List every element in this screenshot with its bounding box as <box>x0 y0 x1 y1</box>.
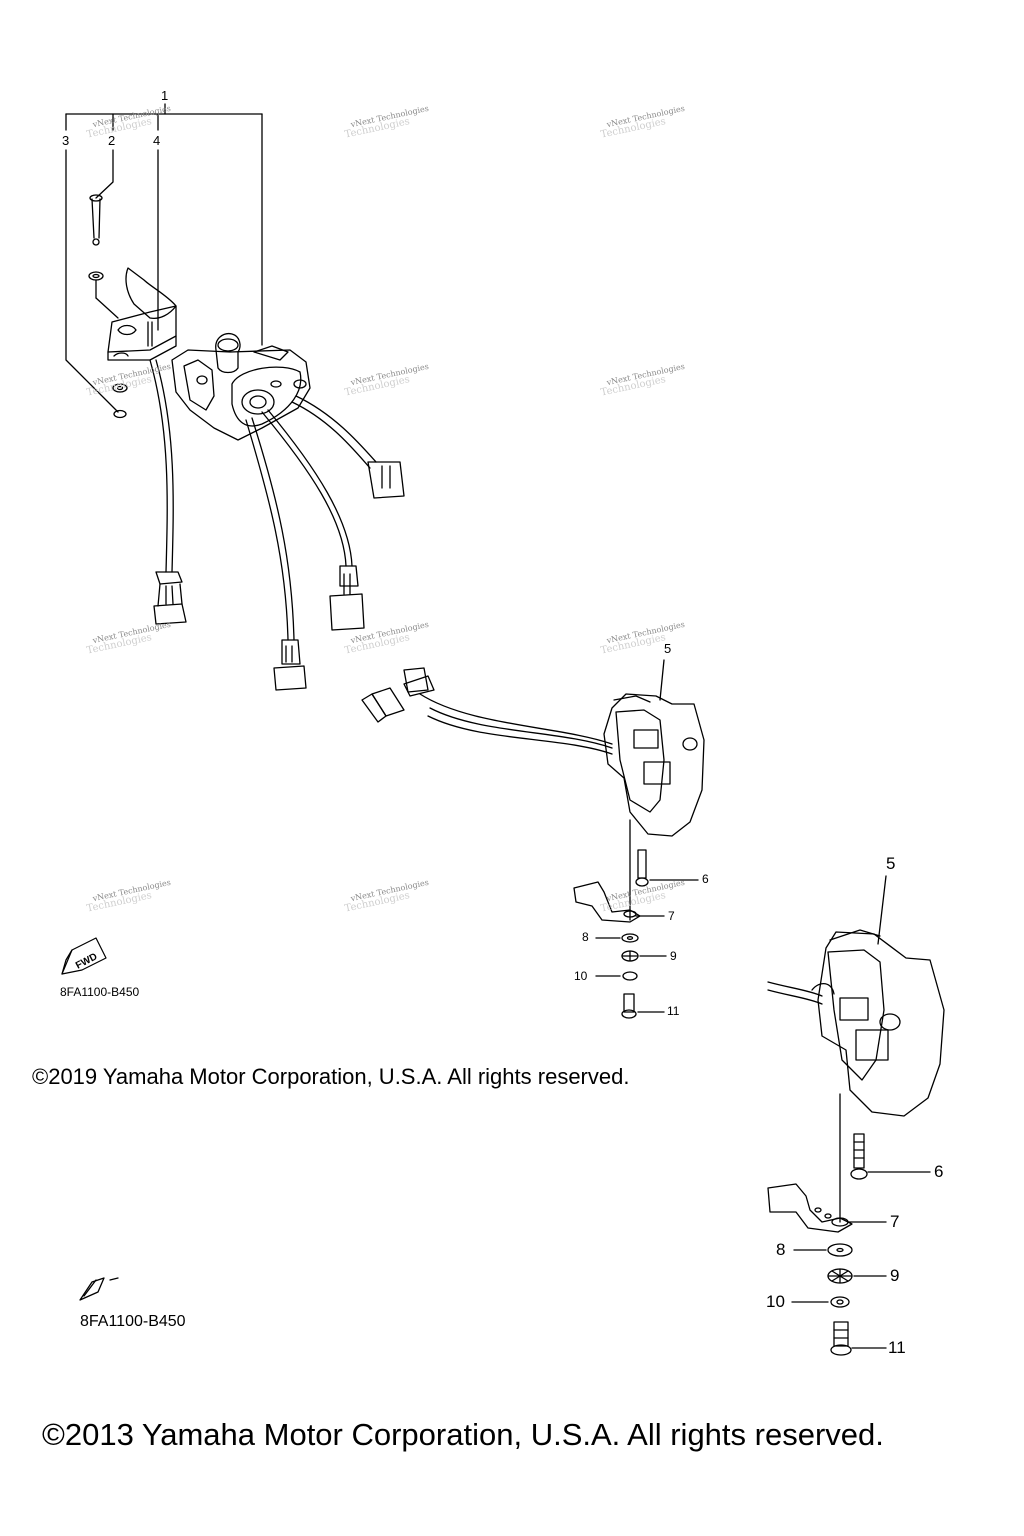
detail-callout-6: 6 <box>934 1162 944 1181</box>
callout-1-bracket <box>65 103 263 413</box>
fwd-label: FWD <box>74 951 99 971</box>
left-switch-housing <box>171 332 311 441</box>
copyright-2013: ©2013 Yamaha Motor Corporation, U.S.A. A… <box>42 1417 884 1452</box>
detail-callout-11: 11 <box>888 1338 906 1357</box>
callout-8: 8 <box>582 930 589 944</box>
detail-callout-9: 9 <box>890 1266 900 1285</box>
callout-11: 11 <box>667 1004 680 1018</box>
wire-harness-left <box>149 359 405 691</box>
fwd-arrow-lower <box>79 1277 119 1301</box>
copyright-2019: ©2019 Yamaha Motor Corporation, U.S.A. A… <box>32 1064 630 1089</box>
callout-5: 5 <box>664 641 672 656</box>
pin-part-2 <box>88 194 119 319</box>
lever-part-4 <box>107 267 177 361</box>
diagram-code-lower: 8FA1100-B450 <box>80 1313 186 1330</box>
callout-4: 4 <box>153 133 161 148</box>
detail-callout-7: 7 <box>890 1212 900 1231</box>
detail-callout-5: 5 <box>886 854 896 873</box>
detail-callout-8: 8 <box>776 1240 786 1259</box>
wire-harness-right <box>361 667 613 755</box>
callout-6: 6 <box>702 872 709 886</box>
clip-part-3 <box>112 383 128 419</box>
callout-10: 10 <box>574 969 588 983</box>
diagram-code-upper: 8FA1100-B450 <box>60 985 140 999</box>
right-switch-housing-detail <box>767 875 945 1117</box>
hardware-stack-top <box>573 819 699 1019</box>
callout-9: 9 <box>670 949 677 963</box>
callout-7: 7 <box>668 909 675 923</box>
right-switch-housing <box>603 659 705 837</box>
callout-3: 3 <box>62 133 70 148</box>
detail-callout-10: 10 <box>766 1292 785 1311</box>
hardware-stack-detail <box>767 1093 931 1356</box>
callout-2: 2 <box>108 133 116 148</box>
callout-1: 1 <box>161 88 169 103</box>
fwd-arrow-upper <box>61 937 107 975</box>
